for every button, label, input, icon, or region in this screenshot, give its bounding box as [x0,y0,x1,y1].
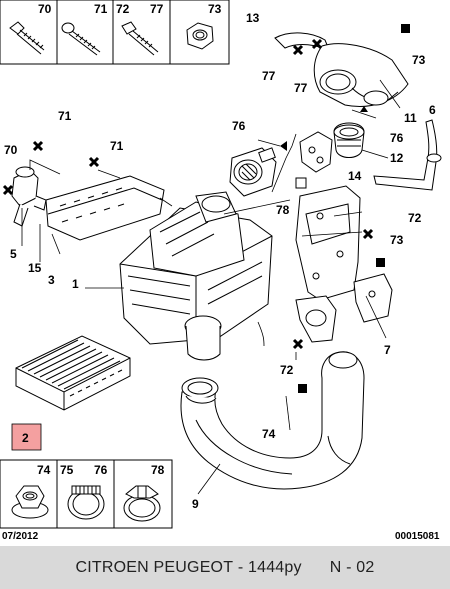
callout-14: 14 [348,169,362,183]
callout-77-right: 77 [294,81,308,95]
air-filter-element-2 [15,335,131,411]
callout-11: 11 [404,111,417,125]
hw-label-77: 77 [150,2,164,16]
hose-9 [180,351,365,490]
callout-1: 1 [72,277,79,291]
hw-label-71: 71 [94,2,108,16]
screw-71-icon [61,22,101,56]
callout-78: 78 [276,203,290,217]
parts-diagram: 70 71 72 77 73 [0,0,442,529]
callout-3: 3 [48,273,55,287]
hose-clamp-75-76-icon [67,485,105,520]
callout-73-top: 73 [412,53,426,67]
nut-73-icon [186,22,214,50]
clamp-78-icon [123,485,161,522]
callout-76-left: 76 [232,119,246,133]
callout-73-mid: 73 [390,233,404,247]
intake-duct-3 [45,175,165,241]
callout-9: 9 [192,497,199,511]
caption-brand: CITROEN PEUGEOT [75,558,234,576]
top-hardware-table [0,0,230,65]
bottom-hardware-table [0,459,173,529]
caption-separator: - [233,558,249,576]
callout-71-left: 71 [58,109,72,123]
hw-label-70: 70 [38,2,52,16]
air-filter-housing-1 [119,191,273,361]
triangle-markers [280,106,368,151]
callout-77-left: 77 [262,69,276,83]
hw-label-75: 75 [60,463,74,477]
diagram-ref: 00015081 [395,531,440,542]
revision-date: 07/2012 [2,531,39,542]
caption-code: 1444py [248,558,302,576]
pipe-6 [373,119,442,191]
callout-7: 7 [384,343,391,357]
callout-72-bottom: 72 [280,363,294,377]
sensor-5-15 [11,166,47,227]
square-markers [298,24,410,393]
callout-13: 13 [246,11,260,25]
callout-70: 70 [4,143,18,157]
highlight-box-2 [11,423,42,451]
hw-label-73: 73 [208,2,222,16]
bolt-70-icon [9,21,45,55]
hose-13 [274,32,409,107]
open-square-marker [295,177,307,189]
bolt-72-77-icon [121,21,159,56]
callout-76-right: 76 [390,131,404,145]
cross-markers [2,38,374,350]
sleeve-12 [333,122,365,158]
callout-15: 15 [28,261,42,275]
hw-label-74: 74 [37,463,51,477]
callout-72-right: 72 [408,211,422,225]
airflow-sensor-76 [229,147,277,197]
callout-2: 2 [22,431,29,445]
callout-6: 6 [429,103,436,117]
caption-page: N - 02 [329,558,375,576]
flange-nut-74-icon [11,485,49,519]
caption-bar: CITROEN PEUGEOT - 1444py N - 02 [0,546,450,589]
leader-lines [21,79,401,495]
callout-71-mid: 71 [110,139,124,153]
bracket-14 [299,131,333,173]
hw-label-72: 72 [116,2,130,16]
hw-label-78: 78 [151,463,165,477]
callout-5: 5 [10,247,17,261]
hw-label-76: 76 [94,463,108,477]
callout-12: 12 [390,151,404,165]
callout-74: 74 [262,427,276,441]
